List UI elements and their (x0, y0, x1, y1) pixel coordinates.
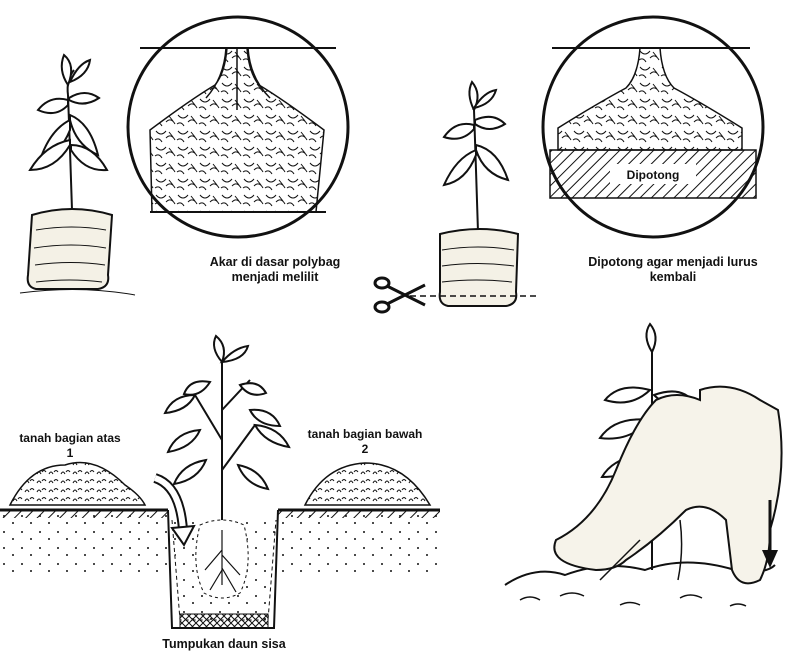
hand-pressing-soil-scene (505, 324, 782, 606)
subsoil-mound (305, 463, 430, 505)
topsoil-mound (10, 463, 145, 506)
subsoil-label: tanah bagian bawah (308, 427, 423, 441)
sapling-in-polybag-right (410, 82, 540, 306)
leaf-litter-caption: Tumpukan daun sisa (162, 637, 286, 651)
magnified-cut-roots-circle: Dipotong (543, 17, 763, 237)
topsoil-label: tanah bagian atas (19, 431, 121, 445)
sapling-in-polybag-left (20, 55, 135, 295)
topsoil-number: 1 (67, 446, 74, 460)
magnified-tangled-roots-circle (128, 17, 348, 237)
cut-label: Dipotong (627, 168, 680, 182)
cut-roots-caption-line1: Dipotong agar menjadi lurus (588, 255, 758, 269)
subsoil-number: 2 (362, 442, 369, 456)
cut-roots-caption-line2: kembali (650, 270, 697, 284)
leaf-litter-layer (180, 614, 268, 628)
planting-hole-scene (0, 336, 440, 628)
tangled-roots-caption-line2: menjadi melilit (232, 270, 320, 284)
scissors-icon (375, 278, 425, 312)
tangled-roots-caption-line1: Akar di dasar polybag (210, 255, 341, 269)
